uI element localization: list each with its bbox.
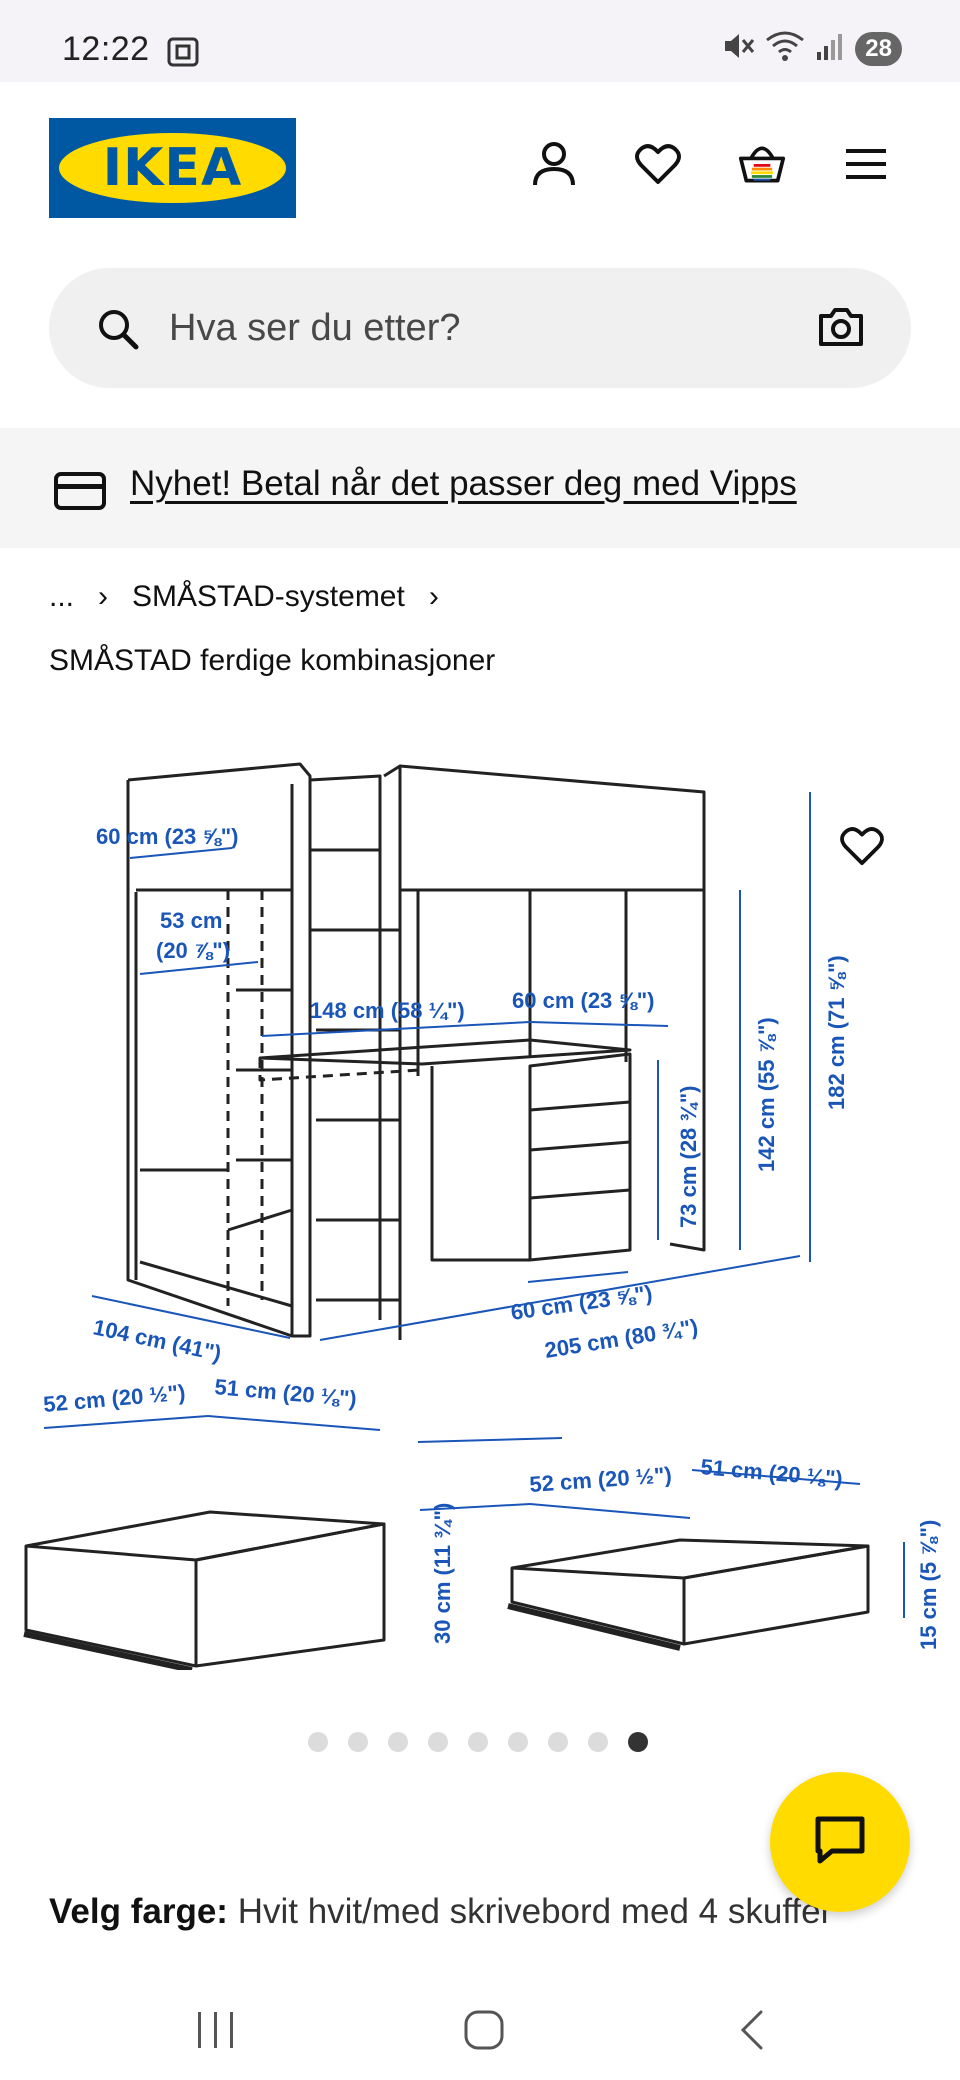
search-bar [49,268,911,388]
carousel-dot[interactable] [628,1732,648,1752]
breadcrumb-ellipsis[interactable]: ... [49,580,75,613]
product-dimension-drawing: 60 cm (23 ⅝") 53 cm (20 ⅞") 148 cm (58 ¼… [23,762,941,1673]
color-select-value: Hvit hvit/med skrivebord med 4 skuffer [237,1892,833,1931]
header-actions [530,140,890,188]
back-icon[interactable] [722,2000,782,2060]
dim-drawer1-width: 52 cm (20 ½") [42,1380,186,1417]
logo-text: IKEA [102,138,243,198]
system-nav-bar [0,1960,960,2080]
color-select-label: Velg farge: [49,1892,228,1931]
status-bar: 12:22 28 [0,0,960,82]
page-title: SMÅSTAD ferdige kombinasjoner [49,644,496,677]
dim-depth: 104 cm (41") [91,1314,224,1366]
search-input[interactable] [169,268,809,388]
site-header: IKEA [0,82,960,262]
carousel-dot[interactable] [588,1732,608,1752]
mute-icon [721,30,755,67]
basket-icon[interactable] [738,140,786,188]
menu-icon[interactable] [842,140,890,188]
carousel-dot[interactable] [428,1732,448,1752]
dim-desk-width-top: 60 cm (23 ⅝") [512,988,655,1013]
ikea-logo[interactable]: IKEA [49,118,296,218]
carousel-dot[interactable] [388,1732,408,1752]
search-icon[interactable] [97,308,139,355]
dim-desk-length: 148 cm (58 ¼") [310,998,465,1023]
wifi-icon [765,30,805,67]
recent-apps-icon[interactable] [186,2000,246,2060]
breadcrumb: ... › SMÅSTAD-systemet › [49,580,463,614]
breadcrumb-item[interactable]: SMÅSTAD-systemet [132,580,405,613]
dim-drawer1-depth: 51 cm (20 ⅛") [214,1374,358,1411]
camera-icon[interactable] [817,306,865,353]
carousel-dots [308,1732,648,1752]
vipps-promo-link[interactable]: Nyhet! Betal når det passer deg med Vipp… [130,464,797,503]
dim-total-length: 205 cm (80 ¾") [543,1314,700,1363]
carousel-dot[interactable] [348,1732,368,1752]
dim-drawer1-height: 30 cm (11 ¾") [430,1503,455,1644]
dim-drawer2-width: 52 cm (20 ½") [529,1462,673,1497]
carousel-dot[interactable] [548,1732,568,1752]
carousel-dot[interactable] [308,1732,328,1752]
chevron-right-icon: › [98,580,109,613]
promo-banner: Nyhet! Betal når det passer deg med Vipp… [0,428,960,548]
status-indicators: 28 [721,30,902,67]
status-time: 12:22 [62,30,150,68]
chevron-right-icon: › [428,580,439,613]
credit-card-icon [54,472,106,515]
dim-desk-height: 73 cm (28 ¾") [676,1085,701,1228]
user-icon[interactable] [530,140,578,188]
color-select[interactable]: Velg farge: Hvit hvit/med skrivebord med… [49,1892,899,1932]
dim-total-height: 182 cm (71 ⅝") [824,955,849,1110]
home-icon[interactable] [454,2000,514,2060]
carousel-dot[interactable] [508,1732,528,1752]
screenshot-icon [166,36,200,73]
signal-icon [815,30,845,67]
carousel-dot[interactable] [468,1732,488,1752]
dim-wardrobe-inner-in: (20 ⅞") [156,938,230,963]
heart-icon[interactable] [634,140,682,188]
product-image[interactable]: 60 cm (23 ⅝") 53 cm (20 ⅞") 148 cm (58 ¼… [0,740,960,1673]
dim-wardrobe-width: 60 cm (23 ⅝") [96,824,239,849]
battery-badge: 28 [855,31,902,66]
favourite-heart-icon[interactable] [834,818,890,874]
dim-desk-width-bottom: 60 cm (23 ⅝") [509,1280,654,1325]
dim-drawer2-height: 15 cm (5 ⅞") [916,1520,941,1650]
chat-icon [814,1815,866,1870]
dim-wardrobe-inner: 53 cm [160,908,222,933]
chat-button[interactable] [770,1772,910,1912]
dim-drawer2-depth: 51 cm (20 ⅛") [700,1454,844,1491]
dim-bed-height: 142 cm (55 ⅞") [754,1017,779,1172]
